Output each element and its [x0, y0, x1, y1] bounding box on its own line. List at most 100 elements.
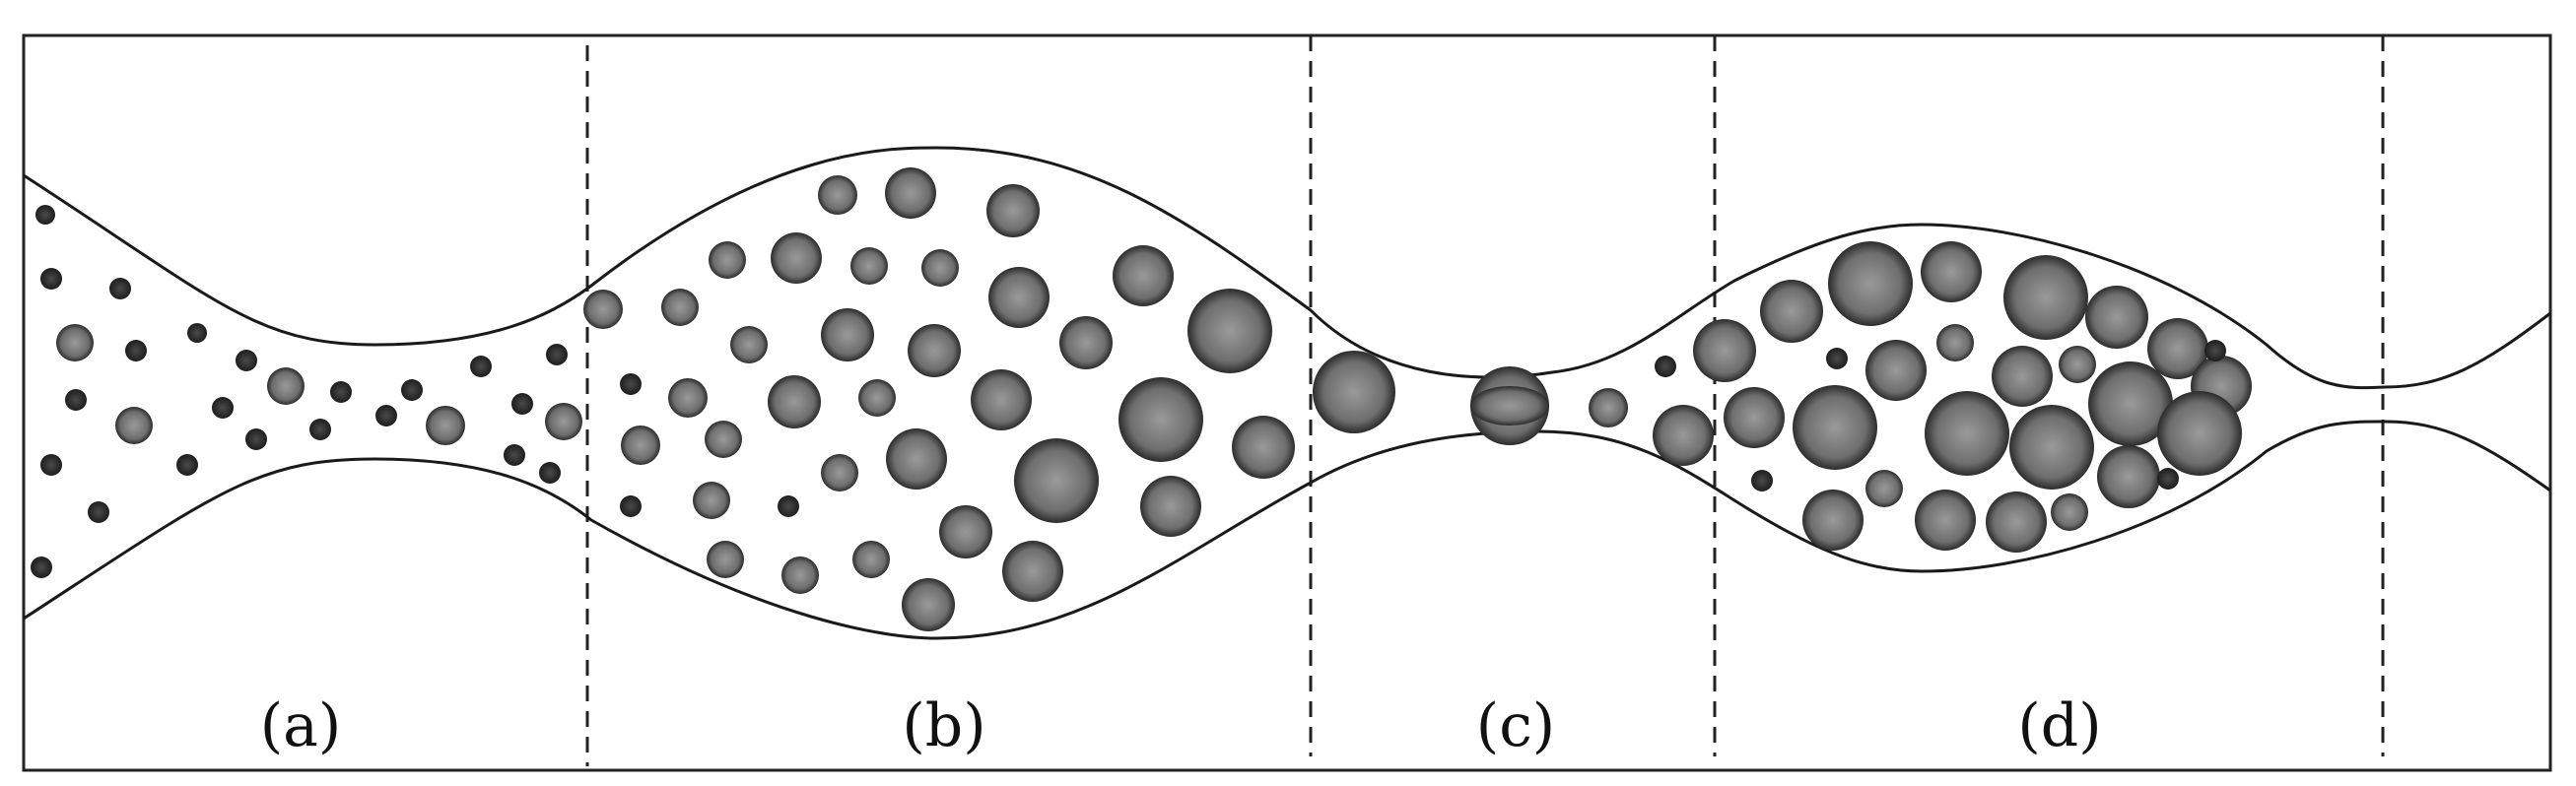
particle-d — [1992, 346, 2053, 407]
particle-d — [2009, 405, 2094, 490]
particle-b — [693, 482, 730, 519]
particle-b — [1232, 416, 1295, 479]
particle-b — [781, 557, 819, 594]
stage-dividers — [585, 35, 2385, 766]
particle-d — [2085, 286, 2148, 349]
particle-b — [939, 505, 992, 558]
particle-b — [730, 326, 768, 363]
particle-d — [1865, 470, 1903, 507]
particle-a — [401, 379, 423, 401]
particle-b — [986, 184, 1040, 237]
panel-label-c: (c) — [1476, 691, 1555, 760]
particle-a — [511, 393, 533, 415]
particle-a — [176, 454, 198, 476]
particle-b — [620, 373, 642, 395]
particle-a — [546, 344, 568, 365]
particle-d — [1724, 387, 1785, 448]
particle-c — [1653, 405, 1714, 466]
particle-b — [1059, 316, 1113, 369]
panel-label-d: (d) — [2017, 691, 2101, 760]
particle-a — [330, 381, 352, 403]
particle-b — [988, 267, 1050, 328]
particle-d — [1793, 385, 1877, 470]
particle-d — [1915, 490, 1976, 551]
particle-d — [2147, 318, 2208, 379]
particle-b — [1140, 476, 1201, 537]
particle-a — [35, 205, 55, 225]
particle-b — [707, 541, 744, 578]
particle-b — [1113, 245, 1174, 306]
particle-a — [309, 419, 331, 440]
particle-a — [545, 403, 582, 440]
particle-d — [1865, 340, 1927, 401]
particle-b — [818, 175, 857, 215]
particle-b — [768, 375, 821, 428]
particle-b — [668, 378, 708, 418]
particle-b — [858, 379, 896, 417]
particle-b — [1002, 541, 1063, 602]
particle-a — [65, 389, 87, 411]
particle-a — [88, 501, 109, 523]
particle-b — [705, 421, 742, 458]
particle-a — [426, 406, 465, 445]
particle-d — [1826, 348, 1848, 369]
particle-d — [1828, 241, 1913, 326]
particle-a — [236, 350, 257, 371]
particle-a — [31, 557, 52, 578]
particle-a — [212, 397, 234, 419]
particle-a — [125, 340, 147, 361]
particle-a — [245, 428, 267, 450]
particle-d — [2097, 445, 2160, 508]
particle-a — [267, 367, 305, 405]
particle-b — [771, 232, 822, 284]
panel-label-a: (a) — [260, 691, 342, 760]
elongated-droplet — [1470, 386, 1549, 426]
particle-d — [2157, 391, 2242, 476]
particle-b — [885, 167, 936, 219]
particle-a — [56, 324, 94, 361]
particle-b — [902, 578, 955, 631]
particle-b — [886, 428, 947, 490]
particle-b — [971, 369, 1032, 430]
particle-a — [40, 454, 62, 476]
particle-b — [621, 426, 660, 465]
particle-d — [1760, 280, 1823, 343]
particle-b — [583, 290, 623, 329]
particle-a — [375, 405, 397, 426]
particle-d — [1751, 470, 1773, 491]
particle-b — [1014, 438, 1099, 523]
particle-b — [850, 247, 888, 285]
particle-b — [620, 495, 642, 517]
particle-a — [539, 462, 561, 484]
particle-b — [1119, 377, 1203, 462]
diagram-frame — [22, 33, 2552, 772]
particle-d — [2157, 468, 2179, 490]
channel-bottom-wall — [23, 420, 2551, 640]
particle-a — [40, 268, 62, 290]
particle-d — [2088, 361, 2173, 446]
particle-b — [709, 241, 746, 279]
particle-d — [2204, 340, 2226, 361]
channel-walls — [23, 146, 2551, 640]
channel-top-wall — [23, 146, 2551, 390]
particle-b — [908, 324, 961, 377]
particle-b — [921, 249, 959, 287]
particle-b — [778, 495, 799, 517]
particle-a — [109, 278, 131, 299]
particle-b — [821, 454, 858, 491]
particle-d — [1925, 391, 2009, 476]
panel-labels: (a) (b) (c) (d) — [260, 691, 2102, 760]
particle-d — [1986, 491, 2047, 553]
particle-a — [504, 444, 525, 466]
particle-c — [1313, 351, 1395, 433]
particle-d — [2059, 346, 2096, 383]
particle-b — [661, 289, 699, 326]
particle-d — [1693, 319, 1756, 382]
particle-c — [1589, 388, 1628, 427]
particle-a — [115, 407, 153, 444]
particle-d — [1921, 241, 1982, 302]
particle-b — [852, 541, 890, 578]
particle-d — [2051, 493, 2088, 531]
panel-label-b: (b) — [902, 691, 985, 760]
